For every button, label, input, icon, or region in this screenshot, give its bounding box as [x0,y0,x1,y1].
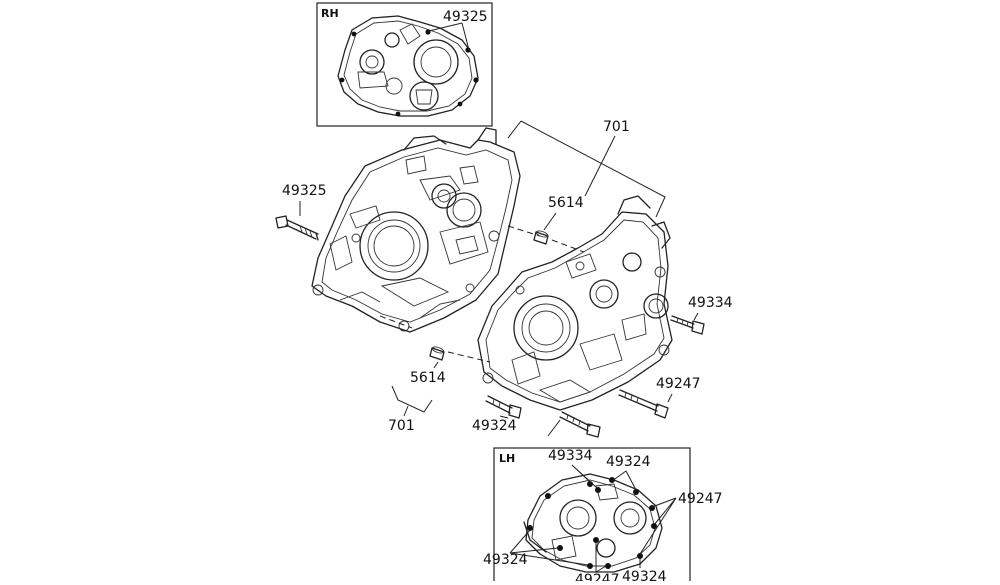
callout-701-top-group: 701 [507,119,666,218]
callout-49324-main-leader [499,415,561,437]
dowel-alignment-line-lower [379,315,491,363]
callout-701-top: 701 [603,119,630,135]
callout-701-bottom: 701 [388,418,415,434]
bolt-49334: 49334 [670,295,733,335]
rh-inset: RH 49325 [316,2,493,127]
callout-701-top-bracket [507,120,666,218]
rh-inset-callout-leader [428,22,470,51]
lh-inset-leaders [509,464,677,573]
callout-701-bottom-group: 701 [388,385,433,434]
lh-inset-callout-49334: 49334 [548,448,593,464]
bolt-49247: 49247 [618,376,701,419]
bolt-49324-left [485,395,522,419]
callout-5614-bottom: 5614 [410,370,446,386]
callout-49324-main-group: 49324 [472,415,561,437]
callout-49325-main: 49325 [282,183,327,199]
callout-5614-top: 5614 [548,195,584,211]
left-crankcase-half [477,195,673,411]
callout-49334-main: 49334 [688,295,733,311]
lh-inset-callout-49324-top: 49324 [606,454,651,470]
rh-inset-callout-49325: 49325 [443,9,488,25]
lh-inset-callout-49247-bottom: 49247 [575,572,620,581]
lh-inset-callout-49324-left: 49324 [483,552,528,568]
callout-701-bottom-bracket [391,385,433,413]
lh-inset-tag: LH [499,452,515,465]
callout-49247-main: 49247 [656,376,701,392]
callout-701-bottom-leader [403,405,409,417]
rh-inset-tag: RH [321,7,339,20]
callout-5614-top-leader [543,212,557,231]
lh-inset-frame [493,447,691,585]
right-crankcase-half [311,127,521,333]
callout-49324-main: 49324 [472,418,517,434]
dowel-alignment-line-upper [507,225,585,253]
lh-inset-callout-49247-right: 49247 [678,491,723,507]
callout-49247-main-leader [667,393,673,403]
lh-inset-bolt-dots [527,477,657,569]
dowel-pin-lower [429,347,445,361]
dowel-pin-upper-group: 5614 [507,195,585,253]
lh-inset: LH 49334 49324 49247 49324 49247 49324 [483,447,723,585]
bolt-49324-right [559,411,601,438]
callout-49334-main-leader [693,312,699,321]
lh-crankcase-drawing [523,473,663,573]
rh-inset-frame [316,2,493,127]
callout-5614-bottom-leader [433,361,439,369]
lh-inset-callout-49324-bottom: 49324 [622,569,667,581]
rh-crankcase-cover-drawing [337,15,479,117]
dowel-pin-upper [533,231,549,245]
dowel-pin-lower-group: 5614 [379,315,491,386]
bolt-49325: 49325 [275,183,327,241]
